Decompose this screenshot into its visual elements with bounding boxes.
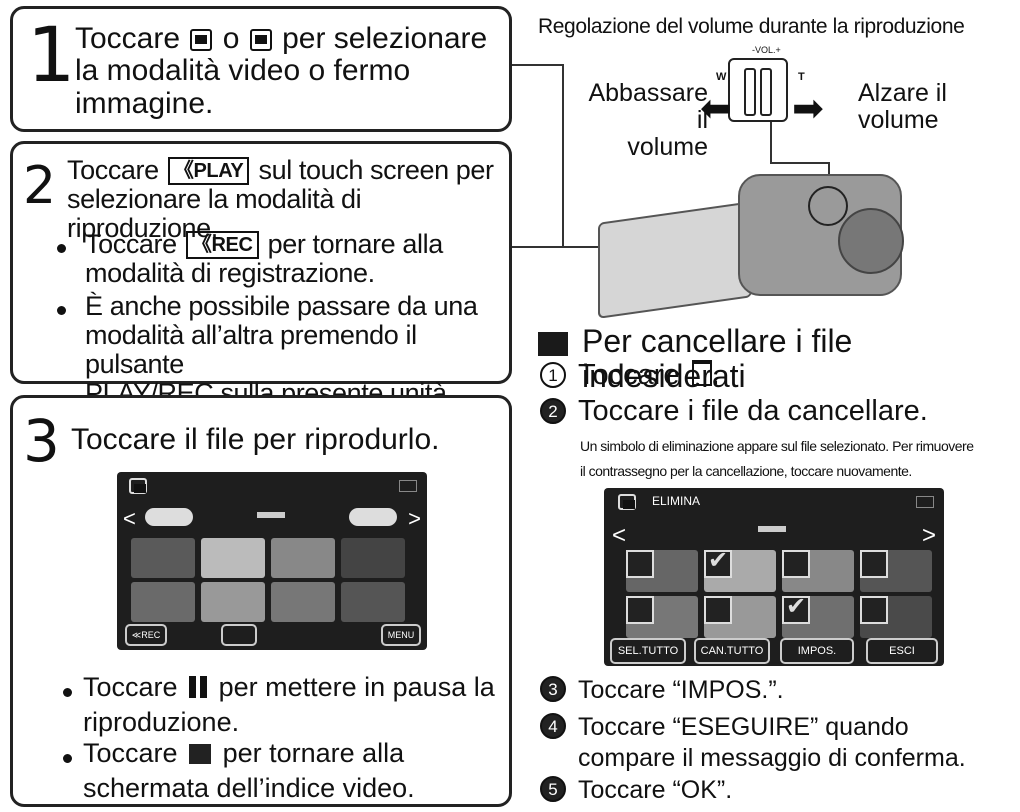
step2-number: 2 [23,156,57,216]
lever-leader [770,122,772,164]
trash-button[interactable] [221,624,257,646]
bullet [57,306,66,315]
camcorder-lcd [598,201,752,319]
step3-bullet1: Toccare per mettere in pausa la riproduz… [83,672,495,738]
rec-button[interactable]: ≪REC [125,624,167,646]
thumbnail[interactable] [201,582,265,622]
delete-screen-title: ELIMINA [652,494,701,508]
chevron-right-icon[interactable]: > [921,522,936,549]
thumbnail[interactable] [131,538,195,578]
date-pill-left[interactable] [145,508,193,526]
step1-box: 1 Toccare o per selezionare la modalità … [10,6,512,132]
thumbnail[interactable] [271,538,335,578]
step3-bullet2: Toccare per tornare alla schermata dell’… [83,738,415,804]
video-mode-icon [618,494,636,510]
thumbnail[interactable] [201,538,265,578]
rec-key: 《REC [185,231,259,259]
thumbnail[interactable] [341,538,405,578]
step3-title: Toccare il file per riprodurlo. [71,423,440,456]
cancel-all-button[interactable]: CAN.TUTTO [694,638,770,664]
step1-number: 1 [27,10,76,99]
set-button[interactable]: IMPOS. [780,638,854,664]
trash-icon [691,360,712,386]
play-key: 《PLAY [167,157,250,185]
checkbox[interactable] [704,596,732,624]
check-mark-icon: ✔ [786,593,807,620]
step1-text: Toccare o per selezionare la modalità vi… [75,22,488,120]
t-label: T [798,71,805,83]
check-mark-icon: ✔ [708,547,729,574]
chevron-right-icon[interactable]: > [408,506,421,531]
thumbnail[interactable] [271,582,335,622]
section-square-icon [538,332,568,356]
w-label: W [716,71,727,83]
delete-title: Per cancellare i file indesiderati [582,323,853,394]
checkbox[interactable] [860,596,888,624]
delete-screen: ELIMINA < > ✔ ✔ SEL.TUTTO CAN.TUTTO IMPO… [604,488,944,666]
bullet [63,688,72,697]
battery-icon [399,480,417,492]
thumbnail[interactable] [131,582,195,622]
checkbox[interactable] [626,596,654,624]
delete-note: Un simbolo di eliminazione appare sul fi… [580,438,974,480]
step2-bullet2: È anche possibile passare da una modalit… [85,291,478,409]
pause-icon-bar [200,676,208,698]
volume-up-label: Alzare il volume [858,79,947,134]
lever-groove [744,68,756,116]
step2-bullet1: Toccare 《REC per tornare alla modalità d… [85,229,443,289]
page-dots [257,512,285,518]
page-dots [758,526,786,532]
camcorder-lens [838,208,904,274]
index-icon [189,744,212,764]
video-mode-icon [129,478,147,494]
menu-button[interactable]: MENU [381,624,421,646]
playback-index-screen: < > ≪REC MENU [117,472,427,650]
connector-line [512,64,564,66]
arrow-right-icon: ➡ [792,88,824,130]
exit-button[interactable]: ESCI [866,638,938,664]
select-all-button[interactable]: SEL.TUTTO [610,638,686,664]
step2-box: 2 Toccare 《PLAY sul touch screen per sel… [10,141,512,408]
checkbox-checked[interactable] [782,596,810,624]
connector-line [562,64,564,248]
step2-text: Toccare 《PLAY sul touch screen per selez… [67,155,494,244]
checkbox[interactable] [782,550,810,578]
date-pill-right[interactable] [349,508,397,526]
connector-line [512,246,630,248]
chevron-left-icon[interactable]: < [612,522,627,549]
video-mode-icon [190,29,213,51]
checkbox[interactable] [860,550,888,578]
camera-mode-icon [249,29,272,51]
checkbox-checked[interactable] [704,550,732,578]
camcorder-illustration [598,168,918,319]
battery-icon [916,496,934,508]
lever-leader [770,162,830,164]
volume-dial-label: -VOL.+ [752,45,781,55]
bullet [63,754,72,763]
zoom-lever-circle [808,186,848,226]
arrow-left-icon: ⬅ [700,88,732,130]
checkbox[interactable] [626,550,654,578]
bullet [57,244,66,253]
volume-title: Regolazione del volume durante la riprod… [538,15,965,38]
volume-lever[interactable] [728,58,788,122]
volume-down-label: Abbassare il volume [588,79,708,161]
chevron-left-icon[interactable]: < [123,506,136,531]
step3-number: 3 [23,407,60,475]
pause-icon [189,676,197,698]
lever-groove [760,68,772,116]
step3-box: 3 Toccare il file per riprodurlo. < > ≪R… [10,395,512,807]
thumbnail[interactable] [341,582,405,622]
